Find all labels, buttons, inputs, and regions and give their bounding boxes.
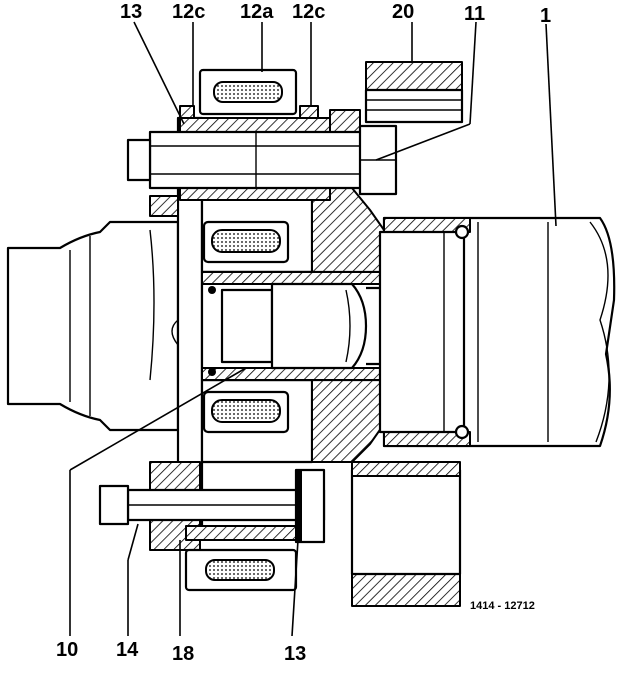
label-14: 14: [116, 639, 139, 661]
label-12c-right: 12c: [292, 1, 325, 23]
figure-number: 1414 - 12712: [470, 600, 535, 612]
label-1: 1: [540, 5, 551, 27]
leader-lines: [69, 21, 557, 637]
top-bolt-assembly: [126, 68, 398, 201]
needle-bearings: [202, 220, 290, 434]
left-shaft: [6, 220, 180, 432]
callout-labels: 13 12c 12a 12c 20 11 1 10 14 18 13 1414 …: [56, 1, 551, 665]
right-coupling: [350, 61, 464, 607]
label-12a: 12a: [240, 1, 274, 23]
output-shaft: [378, 216, 616, 448]
inner-sleeve: [200, 270, 384, 382]
label-10: 10: [56, 639, 78, 661]
label-13-top: 13: [120, 1, 142, 23]
label-18: 18: [172, 643, 194, 665]
label-12c-left: 12c: [172, 1, 205, 23]
label-13-bottom: 13: [284, 643, 306, 665]
label-20: 20: [392, 1, 414, 23]
bottom-bolt-assembly: [98, 461, 326, 592]
label-11: 11: [464, 3, 485, 25]
